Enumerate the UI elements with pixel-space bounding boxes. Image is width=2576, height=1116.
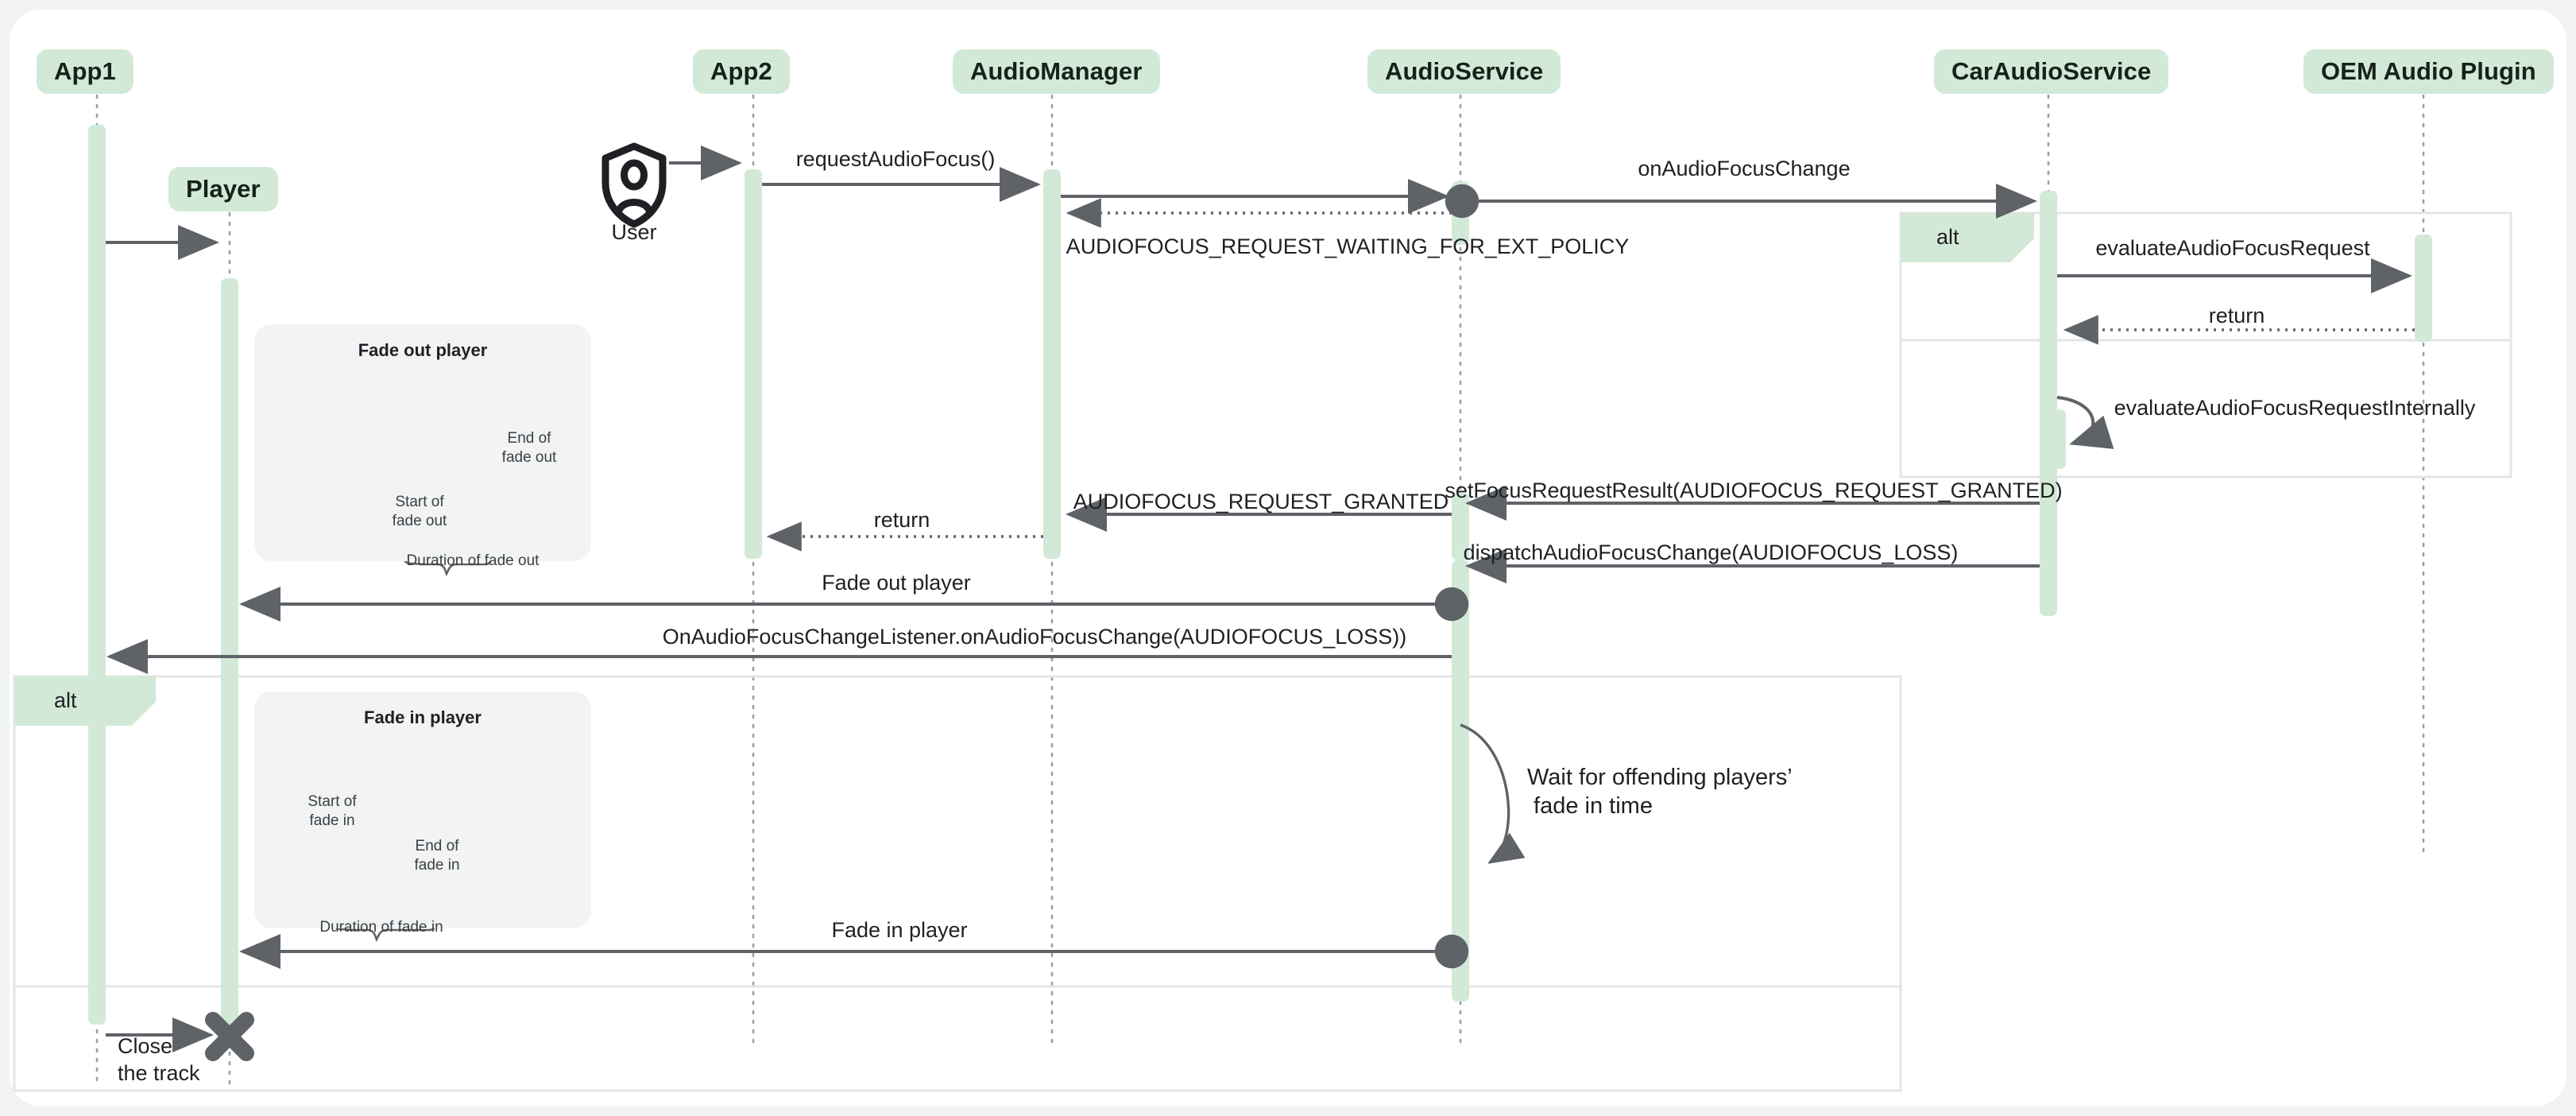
fade-in-end-annotation: End of fade in [414,838,460,874]
participant-caraudioservice[interactable]: CarAudioService [1934,49,2169,94]
message-label-setfocusrequestresult: setFocusRequestResult(AUDIOFOCUS_REQUEST… [1445,479,2063,502]
message-label-evaluateinternally: evaluateAudioFocusRequestInternally [2114,396,2476,420]
fragment-frames [13,211,2512,1092]
message-label-return-oem: return [2208,304,2265,327]
shield-person-icon [601,142,667,228]
participant-audiomanager[interactable]: AudioManager [953,49,1160,94]
participant-oemplugin[interactable]: OEM Audio Plugin [2303,49,2554,94]
message-label-fade-out-player: Fade out player [822,571,971,595]
message-label-waiting-for-ext-policy: AUDIOFOCUS_REQUEST_WAITING_FOR_EXT_POLIC… [1066,234,1630,258]
fade-in-start-annotation: Start of fade in [307,793,357,829]
fade-out-chart-title: Fade out player [358,340,488,360]
message-label-audiofocus-request-granted: AUDIOFOCUS_REQUEST_GRANTED [1073,490,1449,513]
participant-app1[interactable]: App1 [37,49,133,94]
fade-in-duration-annotation: Duration of fade in [319,919,443,936]
participant-player[interactable]: Player [168,167,278,211]
fade-out-start-annotation: Start of fade out [392,494,447,529]
message-label-requestaudiofocus: requestAudioFocus() [795,147,996,171]
fade-out-end-annotation: End of fade out [501,430,557,466]
note-wait-for-fade-in: Wait for offending players’ fade in time [1527,765,1793,820]
actor-user-label: User [611,220,657,244]
fragment-label-alt-right: alt [1936,225,1959,249]
message-label-evaluateaudiofocusrequest: evaluateAudioFocusRequest [2095,236,2370,260]
fade-out-duration-annotation: Duration of fade out [406,552,540,569]
participant-app2[interactable]: App2 [693,49,790,94]
message-label-return-audiomanager: return [873,508,930,532]
message-label-dispatchaudiofocuschange: dispatchAudioFocusChange(AUDIOFOCUS_LOSS… [1463,541,1959,564]
message-label-close-the-track: Close the track [118,1034,200,1085]
message-label-onaudiofocuschange: onAudioFocusChange [1638,157,1851,180]
destroy-x-icon [205,1012,254,1061]
message-label-fade-in-player: Fade in player [831,918,968,942]
fade-out-chart-panel [254,324,591,561]
fragment-label-alt-left: alt [54,688,77,712]
fade-in-chart-title: Fade in player [364,707,482,727]
fade-in-chart-panel [254,692,591,928]
message-arrows [106,145,2415,1052]
participant-audioservice[interactable]: AudioService [1367,49,1561,94]
message-label-onaudiofocuschangelistener: OnAudioFocusChangeListener.onAudioFocusC… [662,625,1407,649]
fragment-tabs [14,213,2034,726]
